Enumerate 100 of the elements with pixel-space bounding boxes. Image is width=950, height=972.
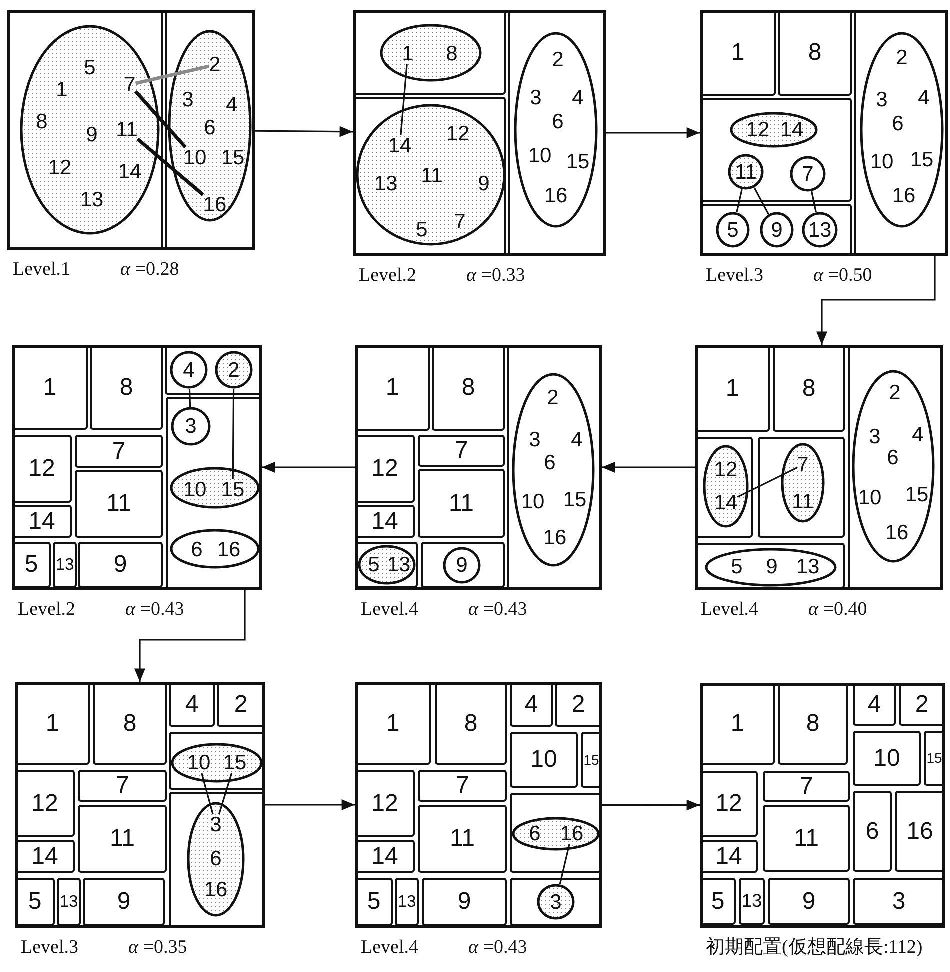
module-number: 2 [234,692,248,716]
module-block [78,542,163,588]
connection-line [754,188,770,215]
module-block [75,435,163,468]
module-number: 14 [388,136,412,156]
arrow [602,800,700,811]
module-number: 7 [454,212,466,232]
module-number: 11 [421,166,443,186]
module-block [700,771,758,837]
module-block [773,345,845,432]
module-number: 9 [458,890,472,914]
module-number: 4 [912,424,924,446]
arrow [606,128,700,138]
module-number: 13 [56,556,74,574]
module-number: 3 [529,430,541,450]
module-block [432,345,505,431]
module-block [355,770,415,837]
partition-block [700,204,852,256]
module-number: 15 [221,480,245,500]
module-number: 12 [372,792,398,816]
module-block [853,791,892,872]
module-number: 12 [28,457,56,481]
module-number: 13 [387,554,411,576]
module-number: 7 [454,439,468,463]
module-number: 5 [727,220,739,240]
module-number: 15 [221,148,245,168]
module-block [581,732,602,788]
module-block [15,840,75,873]
module-number: 11 [792,492,814,512]
module-block [418,435,505,467]
module-number: 15 [910,150,934,170]
arrow [602,462,695,473]
module-block [355,345,430,431]
module-number: 5 [711,890,725,914]
module-block [75,470,163,538]
module-number: 3 [210,814,222,836]
caption-text: α =0.43 [468,938,528,959]
module-number: 14 [32,844,58,868]
module-number: 2 [896,48,908,68]
module-number: 15 [905,484,929,506]
module-number: 10 [183,148,207,168]
module-block [15,770,75,837]
module-number: 12 [446,124,470,144]
module-number: 2 [915,692,929,716]
caption-text: 初期配置(仮想配線長:112) [706,938,923,959]
module-number: 11 [116,120,138,140]
module-number: 3 [869,426,881,448]
partition-block [169,792,265,928]
partition-block [353,10,506,95]
module-number: 1 [43,376,57,400]
module-number: 14 [28,510,56,534]
module-block [899,683,945,726]
module-number: 6 [866,820,880,844]
module-number: 8 [802,376,816,400]
module-number: 7 [124,74,136,96]
module-number: 7 [800,774,814,798]
module-number: 6 [204,118,216,138]
module-number: 9 [456,555,468,576]
module-number: 5 [731,556,743,578]
module-number: 8 [462,376,476,400]
module-block [53,542,77,588]
module-number: 12 [714,460,738,480]
module-number: 8 [120,376,134,400]
module-number: 16 [204,880,228,900]
module-number: 14 [716,844,742,868]
arrow [134,590,246,682]
module-block [12,345,88,430]
module-number: 7 [797,454,809,476]
module-number: 14 [372,510,398,534]
module-block [435,682,507,765]
module-number: 16 [906,820,934,844]
module-number: 3 [530,88,542,108]
module-number: 10 [530,748,558,772]
module-number: 3 [550,892,562,912]
module-block [763,771,850,802]
module-number: 16 [217,540,241,560]
module-number: 3 [182,90,194,110]
module-number: 2 [209,54,221,76]
module-number: 5 [28,890,42,914]
module-number: 16 [203,194,227,216]
arrow [265,800,355,810]
module-block [12,435,72,503]
module-block [57,878,81,926]
arrow [816,256,936,345]
module-number: 1 [730,712,744,736]
connection-line [811,191,817,213]
module-number: 5 [368,554,380,576]
module-block [78,805,167,873]
caption-text: Level.2 [18,600,76,621]
caption-text: α =0.35 [128,938,188,959]
caption-text: α =0.33 [466,266,526,287]
module-number: 12 [746,120,770,140]
module-number: 1 [46,712,60,736]
module-number: 10 [858,488,882,508]
caption-text: Level.2 [359,266,417,287]
module-number: 2 [572,692,586,716]
module-block [853,683,896,726]
module-block [510,732,578,788]
module-number: 16 [543,528,567,548]
module-number: 4 [571,430,583,450]
